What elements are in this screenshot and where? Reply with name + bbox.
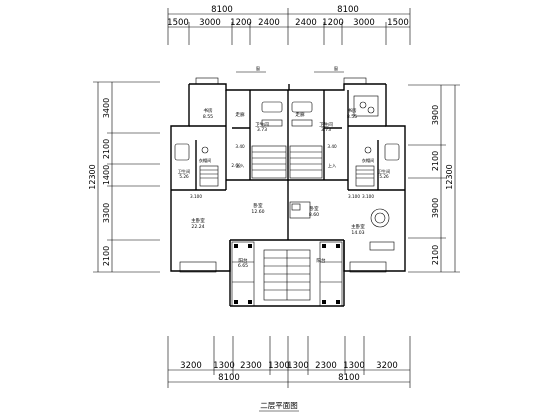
label-right-master-area: 14.03 <box>351 230 364 236</box>
label-window-left: 窗 <box>256 65 260 72</box>
label-right-master-bath: 卫生间 <box>378 168 391 175</box>
top-dim-1: 1500 <box>167 18 189 28</box>
label-left-study: 书房 <box>203 107 213 114</box>
top-dim-4: 2400 <box>258 18 280 28</box>
label-right-study-area: 8.55 <box>347 114 357 120</box>
label-left-master-bath-area: 5.26 <box>179 174 189 179</box>
right-total: 12300 <box>445 164 454 189</box>
right-dim-3: 3900 <box>431 198 440 218</box>
balcony-right <box>319 241 343 307</box>
label-left-bath: 卫生间 <box>255 121 269 128</box>
bottom-dim-4: 1300 <box>268 361 290 371</box>
label-left-corridor: 走廊 <box>235 111 245 118</box>
label-entry-right: 上入 <box>328 162 337 168</box>
top-dim-3: 1200 <box>230 18 252 28</box>
label-left-master-area: 22.24 <box>191 224 204 230</box>
exterior-walls <box>170 83 406 307</box>
right-dimension-lines <box>408 84 460 273</box>
label-left-master-bath: 卫生间 <box>178 168 191 175</box>
label-left-wardrobe: 衣帽间 <box>199 157 212 164</box>
bottom-dim-8: 3200 <box>376 361 398 371</box>
label-height-right-2: 3.100 <box>348 194 360 199</box>
label-window-right: 窗 <box>334 65 338 72</box>
right-dim-1: 3900 <box>431 105 440 125</box>
label-left-study-area: 8.55 <box>203 114 213 120</box>
top-dim-5: 2400 <box>295 18 317 28</box>
left-dim-3: 1400 <box>102 165 111 185</box>
bottom-dim-6: 2300 <box>315 361 337 371</box>
label-height-right-1: 3.40 <box>327 144 337 149</box>
label-left-master: 主卧室 <box>191 217 205 224</box>
right-dim-4: 2100 <box>431 245 440 265</box>
top-dim-7: 3000 <box>353 18 375 28</box>
label-left-bedroom-area: 12.60 <box>251 209 264 215</box>
label-right-bath: 卫生间 <box>319 121 333 128</box>
window-bays <box>179 71 387 273</box>
label-right-bedroom: 卧室 <box>309 205 319 212</box>
interior-walls <box>171 90 405 240</box>
top-dim-8: 1500 <box>387 18 409 28</box>
left-dimension-lines <box>93 81 160 273</box>
top-total-left: 8100 <box>211 5 233 15</box>
bottom-dim-7: 1300 <box>343 361 365 371</box>
balcony-left <box>231 241 255 307</box>
label-right-bedroom-area: 8.60 <box>309 212 319 218</box>
top-dim-2: 3000 <box>199 18 221 28</box>
label-height-left-2: 2.60 <box>231 163 241 168</box>
top-total-right: 8100 <box>337 5 359 15</box>
label-right-master: 主卧室 <box>351 223 365 230</box>
left-dim-5: 2100 <box>102 246 111 266</box>
label-right-master-bath-area: 5.26 <box>379 174 389 179</box>
bottom-total-right: 8100 <box>338 373 360 383</box>
label-left-bedroom: 卧室 <box>253 202 263 209</box>
bottom-dim-2: 1300 <box>213 361 235 371</box>
label-left-balcony-area: 6.65 <box>238 263 248 269</box>
label-height-left-1: 3.40 <box>235 144 245 149</box>
label-height-left-3: 3.100 <box>190 194 202 199</box>
label-height-right-3: 3.100 <box>362 194 374 199</box>
label-right-bath-area: 3.73 <box>321 127 331 133</box>
bath-fixtures <box>174 101 400 187</box>
bottom-dimension-lines <box>167 336 411 388</box>
label-right-corridor: 走廊 <box>295 111 305 118</box>
right-dim-2: 2100 <box>431 151 440 171</box>
label-right-wardrobe: 衣帽间 <box>362 157 375 164</box>
bottom-dim-1: 3200 <box>180 361 202 371</box>
plan-title: 二层平面图 <box>260 401 298 410</box>
bottom-total-left: 8100 <box>218 373 240 383</box>
label-left-balcony: 阳台 <box>238 257 248 264</box>
bottom-dim-3: 2300 <box>240 361 262 371</box>
top-dimension-lines <box>167 8 411 45</box>
left-total: 12300 <box>88 164 97 189</box>
bottom-dim-5: 1300 <box>287 361 309 371</box>
label-left-bath-area: 3.73 <box>257 127 267 133</box>
label-right-study: 书房 <box>347 107 357 114</box>
left-dim-4: 3300 <box>102 203 111 223</box>
label-right-balcony: 阳台 <box>316 257 326 264</box>
left-dim-1: 3400 <box>102 98 111 118</box>
furniture <box>289 95 395 251</box>
corridor-stairs <box>251 145 323 179</box>
label-entry-left: 上入 <box>236 162 245 168</box>
left-dim-2: 2100 <box>102 139 111 159</box>
top-dim-6: 1200 <box>322 18 344 28</box>
center-stair <box>263 249 311 301</box>
